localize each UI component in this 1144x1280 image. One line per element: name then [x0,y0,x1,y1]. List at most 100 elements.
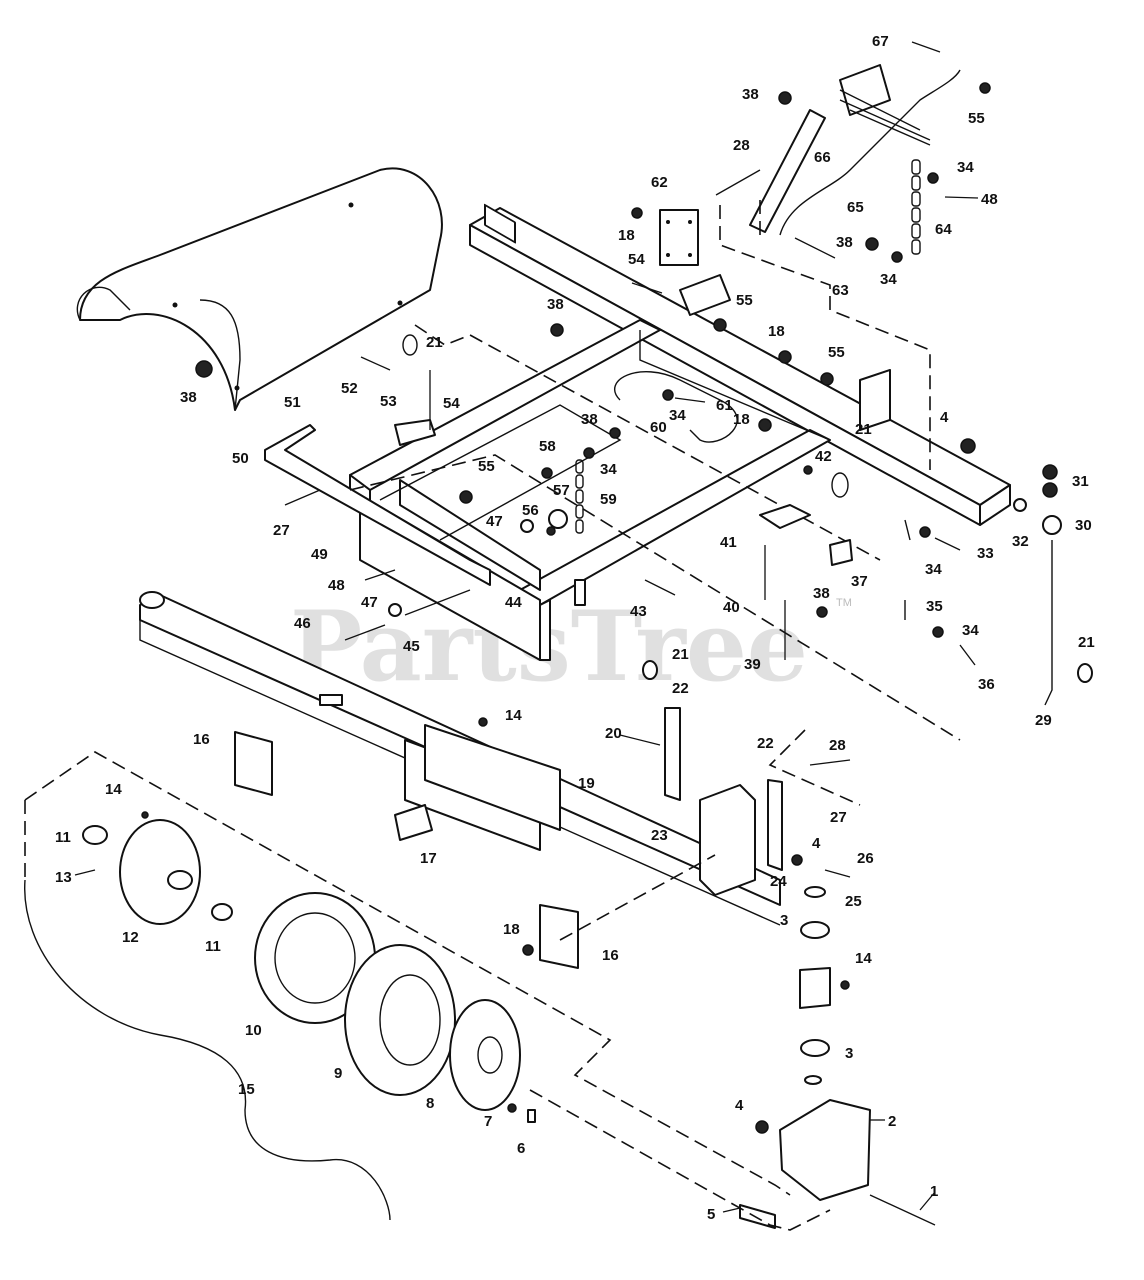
bushing-lower [804,1075,822,1085]
cable-65 [779,69,961,236]
callout-34-torsion: 34 [669,407,686,424]
callout-36: 36 [978,676,995,693]
wheel-assembly-bracket [24,879,391,1221]
callout-28-top: 28 [733,137,750,154]
callout-63: 63 [832,282,849,299]
callout-34-chain: 34 [880,271,897,288]
callout-11-left: 11 [55,829,71,846]
callout-48-top: 48 [981,191,998,208]
nut-31b [1042,482,1058,498]
caster-fork-2 [779,1099,871,1201]
callout-38-cable: 38 [836,234,853,251]
callout-27-left: 27 [273,522,290,539]
callout-47-lower: 47 [361,594,378,611]
callout-53: 53 [380,393,397,410]
torsion-bar [613,371,738,443]
dashed-guide-wheel [24,751,791,1196]
callout-34-mid: 34 [600,461,617,478]
spacer-17 [394,804,433,841]
callout-18-mid: 18 [733,411,750,428]
nut-38-hood [195,360,213,378]
callout-65: 65 [847,199,864,216]
trademark: TM [836,597,852,609]
bolt-7 [507,1103,517,1113]
callout-labels: 1 2 3 3 4 4 4 5 6 7 8 9 10 11 11 12 13 1… [55,33,1095,1223]
callout-46: 46 [294,615,311,632]
callout-45: 45 [403,638,420,655]
hub-12 [119,819,201,925]
nut-6 [527,1109,536,1123]
callout-55-mid: 55 [478,458,495,475]
callout-14-center: 14 [505,707,522,724]
bushing-3-upper [800,921,830,939]
callout-34-top: 34 [957,159,974,176]
callout-67: 67 [872,33,889,50]
callout-21-hood: 21 [426,334,443,351]
callout-64: 64 [935,221,952,238]
callout-49: 49 [311,546,328,563]
callout-33: 33 [977,545,994,562]
plate-62 [659,209,699,266]
callout-34-lower: 34 [962,622,979,639]
callout-18-top: 18 [618,227,635,244]
callout-13: 13 [55,869,72,886]
callout-27-right: 27 [830,809,847,826]
wheel-half-8 [449,999,521,1111]
callout-24: 24 [770,873,787,890]
callout-35: 35 [926,598,943,615]
callout-11-right: 11 [205,938,221,955]
bracket-53 [394,419,436,446]
bracket-50 [264,424,491,586]
callout-1: 1 [930,1183,938,1200]
callout-62: 62 [651,174,668,191]
callout-39: 39 [744,656,761,673]
caster-tube [799,967,831,1009]
callout-54-top: 54 [628,251,645,268]
callout-18-plate: 18 [503,921,520,938]
callout-61: 61 [716,397,733,414]
callout-38-lower: 38 [813,585,830,602]
callout-41: 41 [720,534,737,551]
callout-21-lower: 21 [672,646,689,663]
callout-58: 58 [539,438,556,455]
plate-19b [424,724,561,831]
callout-5: 5 [707,1206,715,1223]
callout-3-upper: 3 [780,912,788,929]
chain-59 [575,459,584,534]
callout-56: 56 [522,502,539,519]
hood-cover [76,167,443,411]
callout-55-frame: 55 [736,292,753,309]
callout-55-top: 55 [968,110,985,127]
callout-52: 52 [341,380,358,397]
callout-10: 10 [245,1022,262,1039]
callout-38-top: 38 [742,86,759,103]
callout-40: 40 [723,599,740,616]
callout-51: 51 [284,394,301,411]
bracket-22b [767,779,783,871]
bearing-11-left [82,825,108,845]
callout-60: 60 [650,419,667,436]
callout-54-lower: 54 [443,395,460,412]
callout-22b: 22 [757,735,774,752]
callout-9: 9 [334,1065,342,1082]
callout-23: 23 [651,827,668,844]
callout-8: 8 [426,1095,434,1112]
callout-4-frame: 4 [940,409,949,426]
callout-26: 26 [857,850,874,867]
callout-12: 12 [122,929,139,946]
callout-17: 17 [420,850,437,867]
callout-22a: 22 [672,680,689,697]
callout-44: 44 [505,594,522,611]
callout-14-caster: 14 [855,950,872,967]
callout-38-hood: 38 [180,389,197,406]
callout-16-left: 16 [193,731,210,748]
callout-4-caster: 4 [735,1097,744,1114]
callout-20: 20 [605,725,622,742]
callout-55-right: 55 [828,344,845,361]
bearing-11-right [211,903,233,921]
callout-48-lower: 48 [328,577,345,594]
pin-5 [739,1204,776,1229]
hardware [141,41,1093,990]
main-frame [349,203,1011,661]
rod-end-30 [1042,515,1062,535]
